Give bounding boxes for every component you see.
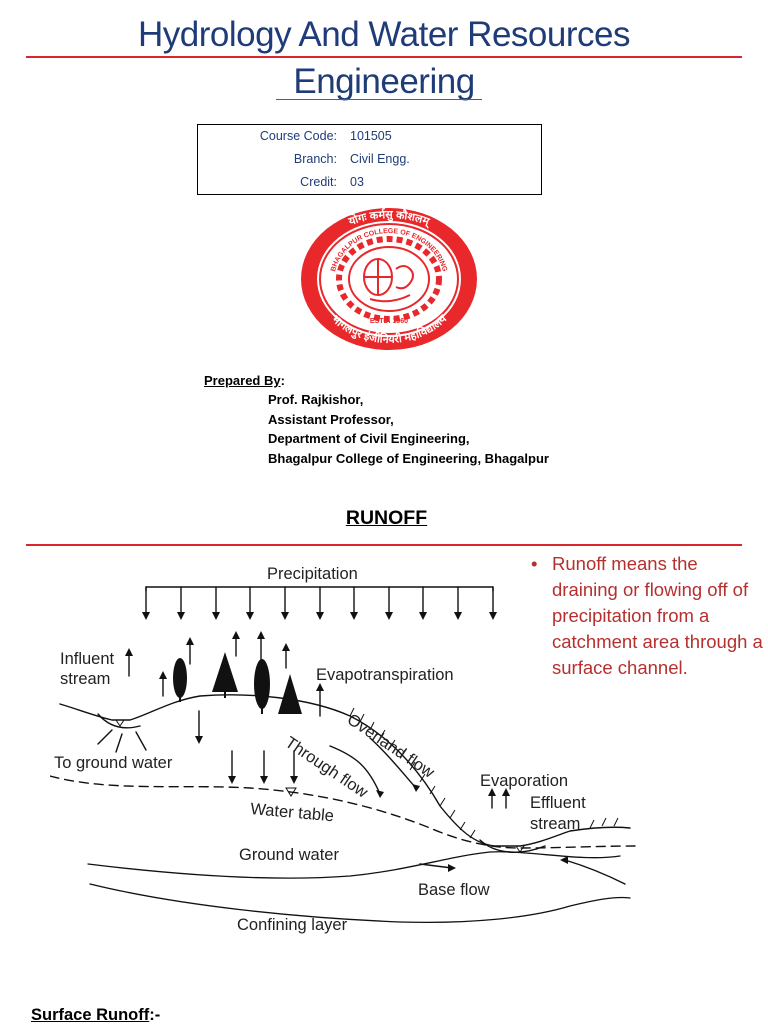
label-to-ground-water: To ground water [54,754,173,772]
label-evaporation: Evaporation [480,772,568,790]
prepared-by-label: Prepared By [204,373,281,388]
document-title-line-2: Engineering [0,62,768,102]
section-rule [26,544,742,546]
title-rule [26,56,742,58]
section-heading-runoff: RUNOFF [0,507,768,530]
label-influent-stream: Influent [60,650,115,668]
title-underline [276,99,482,100]
label-confining-layer: Confining layer [237,916,348,934]
author-designation: Assistant Professor, [268,410,394,430]
course-info-row: Credit: 03 [198,175,541,195]
prepared-by-colon: : [281,373,285,388]
logo-estd-text: ESTD. 1960 [370,318,408,325]
next-heading-surface-runoff: Surface Runoff:- [31,1006,160,1025]
label-overland-flow: Overland flow [344,710,438,781]
author-name: Prof. Rajkishor, [268,390,363,410]
course-info-label: Course Code: [260,129,337,143]
label-precipitation: Precipitation [267,565,358,583]
label-ground-water: Ground water [239,846,339,864]
course-info-value: 101505 [350,129,392,143]
author-department: Department of Civil Engineering, [268,429,470,449]
course-info-label: Credit: [300,175,337,189]
course-info-value: 03 [350,175,364,189]
prepared-by-block: Prepared By: Prof. Rajkishor, Assistant … [204,371,285,391]
label-base-flow: Base flow [418,881,490,899]
course-info-label: Branch: [294,152,337,166]
label-effluent-stream: stream [530,815,580,833]
tree-icons [173,652,302,714]
course-info-box: Course Code: 101505 Branch: Civil Engg. … [197,124,542,195]
course-info-row: Branch: Civil Engg. [198,152,541,172]
course-info-row: Course Code: 101505 [198,129,541,149]
label-through-flow: Through flow [282,733,371,801]
label-effluent-stream: Effluent [530,794,586,812]
label-evapotranspiration: Evapotranspiration [316,666,454,684]
label-water-table: Water table [250,800,335,825]
runoff-diagram: Precipitation Influent stream Evapotrans… [50,556,640,941]
label-influent-stream: stream [60,670,110,688]
next-heading-suffix: :- [149,1006,160,1024]
course-info-value: Civil Engg. [350,152,410,166]
next-heading-text: Surface Runoff [31,1006,149,1024]
college-logo: BHAGALPUR COLLEGE OF ENGINEERING योगः कर… [298,205,480,353]
author-institution: Bhagalpur College of Engineering, Bhagal… [268,449,549,469]
document-title-line-1: Hydrology And Water Resources [0,15,768,55]
